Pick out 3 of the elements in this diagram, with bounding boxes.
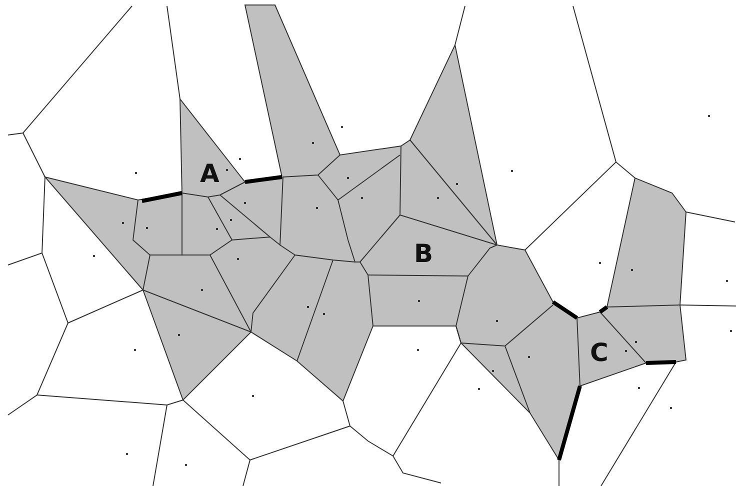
region-label: B — [414, 241, 434, 266]
region-label: A — [200, 161, 220, 186]
region-label: C — [590, 340, 608, 365]
